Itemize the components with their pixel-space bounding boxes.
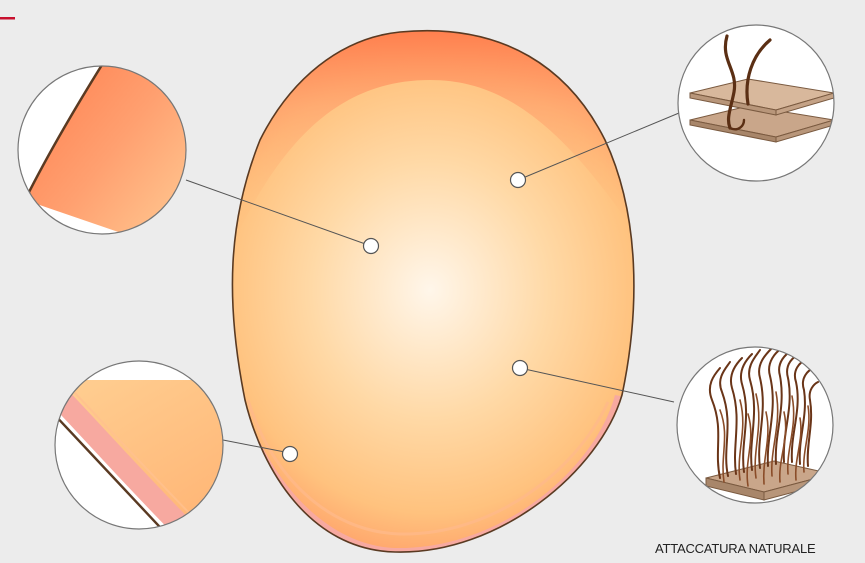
hair-cap [231,30,635,553]
edge-zoom-icon [17,65,187,235]
layered-base-icon [677,24,835,182]
hotspot-top-layer[interactable] [509,171,527,189]
hotspot-edge[interactable] [362,237,380,255]
hotspot-natural-hairline[interactable] [511,359,529,377]
connector-lines [185,112,680,454]
hair-strands-icon [676,346,834,504]
natural-hairline-caption: ATTACCATURA NATURALE [655,541,816,556]
accent-mark [0,17,15,20]
front-band-zoom-icon [54,360,224,530]
hotspot-front-band[interactable] [281,445,299,463]
